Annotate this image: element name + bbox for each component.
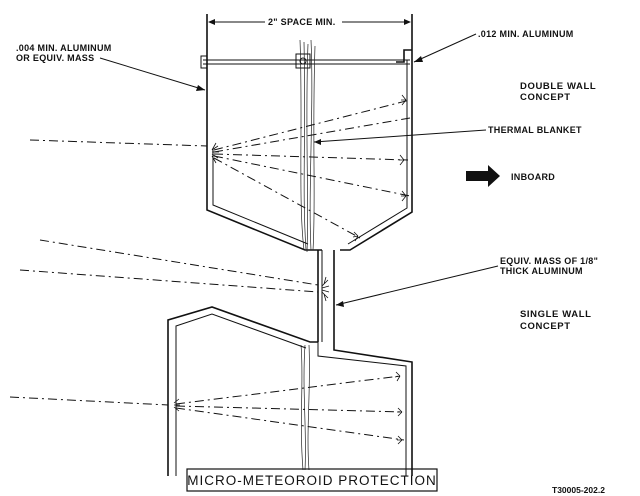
- thermal-blanket: [299, 39, 316, 471]
- equiv-mass-callout: EQUIV. MASS OF 1/8" THICK ALUMINUM: [335, 256, 598, 307]
- thermal-blanket-callout: THERMAL BLANKET: [313, 125, 582, 145]
- double-wall-label-2: CONCEPT: [520, 92, 571, 103]
- outer-wall-callout: .012 MIN. ALUMINUM: [413, 29, 574, 63]
- outer-wall-label: .012 MIN. ALUMINUM: [478, 29, 574, 39]
- diagram-title: MICRO-METEOROID PROTECTION: [187, 473, 437, 488]
- equiv-mass-label-1: EQUIV. MASS OF 1/8": [500, 256, 598, 266]
- space-dimension: 2" SPACE MIN.: [208, 17, 411, 27]
- inboard-arrow-icon: [466, 165, 500, 187]
- meteoroid-trajectories: [9, 99, 411, 441]
- double-wall-structure: [200, 14, 413, 251]
- inner-wall-callout: .004 MIN. ALUMINUM OR EQUIV. MASS: [16, 43, 206, 91]
- impact-sprays: [173, 94, 407, 445]
- title-block: MICRO-METEOROID PROTECTION: [186, 468, 438, 492]
- inboard-indicator: INBOARD: [466, 165, 555, 187]
- single-wall-label-2: CONCEPT: [520, 321, 571, 332]
- space-min-label: 2" SPACE MIN.: [268, 17, 336, 27]
- double-wall-label-1: DOUBLE WALL: [520, 81, 596, 92]
- lower-wall-structure: [167, 306, 413, 476]
- single-wall-label-1: SINGLE WALL: [520, 309, 592, 320]
- drawing-number: T30005-202.2: [552, 485, 605, 495]
- single-wall-panel: [317, 250, 335, 342]
- inner-wall-label-2: OR EQUIV. MASS: [16, 53, 94, 63]
- equiv-mass-label-2: THICK ALUMINUM: [500, 266, 583, 276]
- single-wall-concept-label: SINGLE WALL CONCEPT: [520, 309, 592, 332]
- double-wall-concept-label: DOUBLE WALL CONCEPT: [520, 81, 596, 103]
- inboard-label: INBOARD: [511, 172, 555, 182]
- inner-wall-label-1: .004 MIN. ALUMINUM: [16, 43, 112, 53]
- thermal-blanket-label: THERMAL BLANKET: [488, 125, 582, 135]
